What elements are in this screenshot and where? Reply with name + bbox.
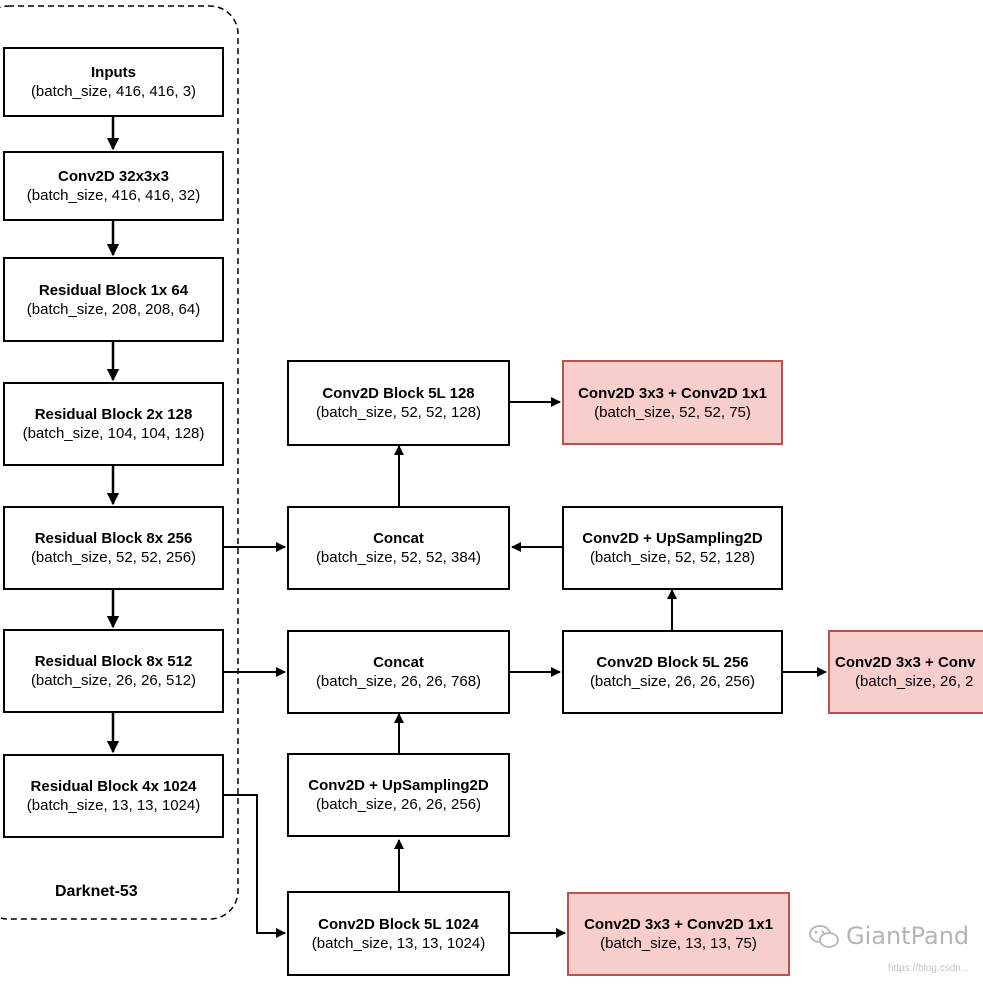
output-head-13: Conv2D 3x3 + Conv2D 1x1 (batch_size, 13,… xyxy=(567,892,790,976)
darknet-container xyxy=(0,5,239,920)
conv2d-block-5l-1024: Conv2D Block 5L 1024 (batch_size, 13, 13… xyxy=(287,891,510,976)
block-shape: (batch_size, 52, 52, 256) xyxy=(30,549,197,566)
block-title: Conv2D Block 5L 1024 xyxy=(318,915,479,933)
block-shape: (batch_size, 52, 52, 384) xyxy=(315,549,482,566)
darknet-label: Darknet-53 xyxy=(55,883,138,900)
block-title: Conv2D 3x3 + Conv xyxy=(835,654,976,671)
residual-block-8x-256: Residual Block 8x 256 (batch_size, 52, 5… xyxy=(3,506,224,590)
residual-block-4x: Residual Block 4x 1024 (batch_size, 13, … xyxy=(3,754,224,838)
block-title: Concat xyxy=(373,654,424,671)
block-title: Residual Block 8x 512 xyxy=(34,653,193,670)
residual-block-8x-512: Residual Block 8x 512 (batch_size, 26, 2… xyxy=(3,629,224,713)
block-title: Residual Block 4x 1024 xyxy=(30,778,197,795)
block-title: Conv2D 32x3x3 xyxy=(58,168,169,185)
wechat-icon xyxy=(809,925,839,948)
block-shape: (batch_size, 26, 26, 256) xyxy=(315,796,482,813)
block-shape: (batch_size, 416, 416, 3) xyxy=(30,83,197,100)
block-shape: (batch_size, 52, 52, 75) xyxy=(594,403,751,421)
block-title: Conv2D + UpSampling2D xyxy=(308,777,489,794)
watermark: GiantPand xyxy=(808,922,969,950)
conv2d-block-5l-128: Conv2D Block 5L 128 (batch_size, 52, 52,… xyxy=(287,360,510,446)
block-shape: (batch_size, 26, 26, 512) xyxy=(30,672,197,689)
block-shape: (batch_size, 52, 52, 128) xyxy=(315,404,482,421)
output-head-52: Conv2D 3x3 + Conv2D 1x1 (batch_size, 52,… xyxy=(562,360,783,445)
block-title: Inputs xyxy=(91,64,136,81)
block-shape: (batch_size, 26, 26, 256) xyxy=(589,673,756,690)
block-title: Conv2D Block 5L 256 xyxy=(596,654,749,671)
block-title: Residual Block 1x 64 xyxy=(38,281,189,299)
block-title: Residual Block 8x 256 xyxy=(34,530,193,547)
block-shape: (batch_size, 13, 13, 1024) xyxy=(311,934,486,952)
block-shape: (batch_size, 416, 416, 32) xyxy=(26,187,201,204)
watermark-url: https://blog.csdn... xyxy=(888,963,970,974)
residual-block-1x: Residual Block 1x 64 (batch_size, 208, 2… xyxy=(3,257,224,342)
block-title: Concat xyxy=(373,530,424,547)
output-head-26: Conv2D 3x3 + Conv (batch_size, 26, 2 xyxy=(828,630,983,714)
block-shape: (batch_size, 26, 26, 768) xyxy=(315,673,482,690)
block-shape: (batch_size, 26, 2 xyxy=(855,673,974,690)
block-title: Conv2D Block 5L 128 xyxy=(322,385,475,402)
block-title: Conv2D 3x3 + Conv2D 1x1 xyxy=(578,384,767,402)
upsampling-52-block: Conv2D + UpSampling2D (batch_size, 52, 5… xyxy=(562,506,783,590)
block-title: Conv2D + UpSampling2D xyxy=(582,530,763,547)
inputs-block: Inputs (batch_size, 416, 416, 3) xyxy=(3,47,224,117)
block-shape: (batch_size, 208, 208, 64) xyxy=(26,300,201,318)
conv2d-32-block: Conv2D 32x3x3 (batch_size, 416, 416, 32) xyxy=(3,151,224,221)
concat-26-block: Concat (batch_size, 26, 26, 768) xyxy=(287,630,510,714)
watermark-text: GiantPand xyxy=(846,922,970,950)
upsampling-26-block: Conv2D + UpSampling2D (batch_size, 26, 2… xyxy=(287,753,510,837)
block-shape: (batch_size, 104, 104, 128) xyxy=(22,425,205,442)
block-shape: (batch_size, 13, 13, 75) xyxy=(600,935,757,952)
residual-block-2x: Residual Block 2x 128 (batch_size, 104, … xyxy=(3,382,224,466)
arrow-res4-cb1024 xyxy=(222,794,286,938)
block-title: Conv2D 3x3 + Conv2D 1x1 xyxy=(584,916,773,933)
block-title: Residual Block 2x 128 xyxy=(34,406,193,423)
concat-52-block: Concat (batch_size, 52, 52, 384) xyxy=(287,506,510,590)
conv2d-block-5l-256: Conv2D Block 5L 256 (batch_size, 26, 26,… xyxy=(562,630,783,714)
block-shape: (batch_size, 13, 13, 1024) xyxy=(26,797,201,814)
block-shape: (batch_size, 52, 52, 128) xyxy=(589,549,756,566)
